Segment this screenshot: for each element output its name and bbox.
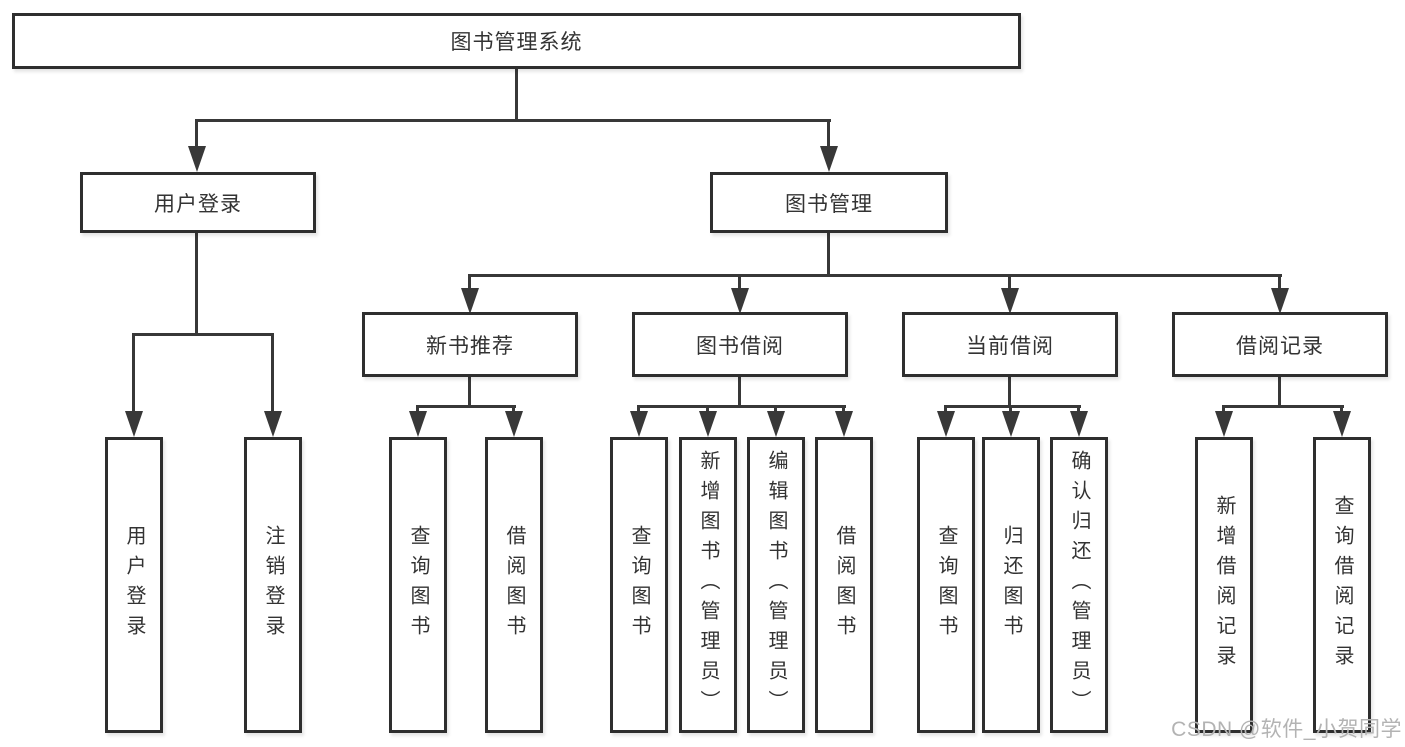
arrow-down-icon [835, 411, 853, 437]
arrow-down-icon [461, 288, 479, 314]
arrow-down-icon [731, 288, 749, 314]
arrow-down-icon [630, 411, 648, 437]
node-leaf-borrow-book-1: 借阅图书 [485, 437, 543, 733]
arrow-down-icon [937, 411, 955, 437]
connector-user-login-branch [132, 333, 274, 336]
node-leaf-query-borrow-record: 查询借阅记录 [1313, 437, 1371, 733]
connector-leaf-stem [774, 405, 777, 414]
node-leaf-borrow-book-2: 借阅图书 [815, 437, 873, 733]
connector-leaf-stem [416, 405, 419, 414]
connector-leaf-stem [637, 405, 640, 414]
node-leaf-query-book-1: 查询图书 [389, 437, 447, 733]
arrow-down-icon [767, 411, 785, 437]
arrow-down-icon [1215, 411, 1233, 437]
connector-leaf-stem [132, 333, 135, 413]
node-book-borrow: 图书借阅 [632, 312, 848, 377]
leaf-label: 查询借阅记录 [1331, 495, 1353, 675]
node-borrow-records: 借阅记录 [1172, 312, 1388, 377]
node-leaf-add-book-admin: 新增图书（管理员） [679, 437, 737, 733]
connector-leaf-stem [512, 405, 515, 414]
connector-down [1008, 377, 1011, 408]
leaf-label: 借阅图书 [833, 525, 855, 645]
connector-branch [944, 405, 1081, 408]
connector-leaf-stem [1077, 405, 1080, 414]
node-leaf-user-login: 用户登录 [105, 437, 163, 733]
leaf-label: 确认归还（管理员） [1068, 450, 1090, 720]
node-leaf-add-borrow-record: 新增借阅记录 [1195, 437, 1253, 733]
node-leaf-logout: 注销登录 [244, 437, 302, 733]
connector-branch [1222, 405, 1344, 408]
arrow-down-icon [264, 411, 282, 437]
leaf-label: 新增图书（管理员） [697, 450, 719, 720]
node-current-borrow: 当前借阅 [902, 312, 1118, 377]
connector-leaf-stem [1222, 405, 1225, 414]
leaf-label: 查询图书 [407, 525, 429, 645]
node-leaf-query-book-3: 查询图书 [917, 437, 975, 733]
leaf-label: 用户登录 [123, 525, 145, 645]
arrow-down-icon [699, 411, 717, 437]
node-leaf-query-book-2: 查询图书 [610, 437, 668, 733]
connector-branch [637, 405, 846, 408]
arrow-down-icon [1001, 288, 1019, 314]
connector-leaf-stem [706, 405, 709, 414]
leaf-label: 新增借阅记录 [1213, 495, 1235, 675]
connector-user-login-stem [195, 119, 198, 149]
connector-branch [416, 405, 516, 408]
arrow-down-icon [1070, 411, 1088, 437]
leaf-label: 编辑图书（管理员） [765, 450, 787, 720]
arrow-down-icon [409, 411, 427, 437]
arrow-down-icon [188, 146, 206, 172]
node-new-book-recommend: 新书推荐 [362, 312, 578, 377]
connector-leaf-stem [1278, 274, 1281, 290]
arrow-down-icon [1333, 411, 1351, 437]
node-leaf-confirm-return-admin: 确认归还（管理员） [1050, 437, 1108, 733]
connector-book-mgmt-down [827, 233, 830, 277]
arrow-down-icon [125, 411, 143, 437]
connector-leaf-stem [468, 274, 471, 290]
leaf-label: 查询图书 [628, 525, 650, 645]
connector-leaf-stem [1009, 405, 1012, 414]
leaf-label: 注销登录 [262, 525, 284, 645]
leaf-label: 查询图书 [935, 525, 957, 645]
connector-root-stem [515, 69, 518, 121]
node-root: 图书管理系统 [12, 13, 1021, 69]
connector-leaf-stem [944, 405, 947, 414]
connector-down [738, 377, 741, 408]
node-leaf-return-book: 归还图书 [982, 437, 1040, 733]
connector-level2-branch [195, 119, 831, 122]
connector-down [1278, 377, 1281, 408]
connector-leaf-stem [271, 333, 274, 413]
connector-level3-branch [468, 274, 1282, 277]
connector-leaf-stem [738, 274, 741, 290]
connector-user-login-down [195, 233, 198, 336]
arrow-down-icon [505, 411, 523, 437]
connector-book-mgmt-stem [827, 119, 830, 149]
connector-leaf-stem [842, 405, 845, 414]
leaf-label: 借阅图书 [503, 525, 525, 645]
connector-leaf-stem [1340, 405, 1343, 414]
node-leaf-edit-book-admin: 编辑图书（管理员） [747, 437, 805, 733]
arrow-down-icon [1271, 288, 1289, 314]
node-user-login: 用户登录 [80, 172, 316, 233]
arrow-down-icon [1002, 411, 1020, 437]
arrow-down-icon [820, 146, 838, 172]
node-book-management: 图书管理 [710, 172, 948, 233]
csdn-watermark: CSDN @软件_小贺同学 [1171, 718, 1402, 741]
leaf-label: 归还图书 [1000, 525, 1022, 645]
connector-leaf-stem [1008, 274, 1011, 290]
connector-down [468, 377, 471, 408]
